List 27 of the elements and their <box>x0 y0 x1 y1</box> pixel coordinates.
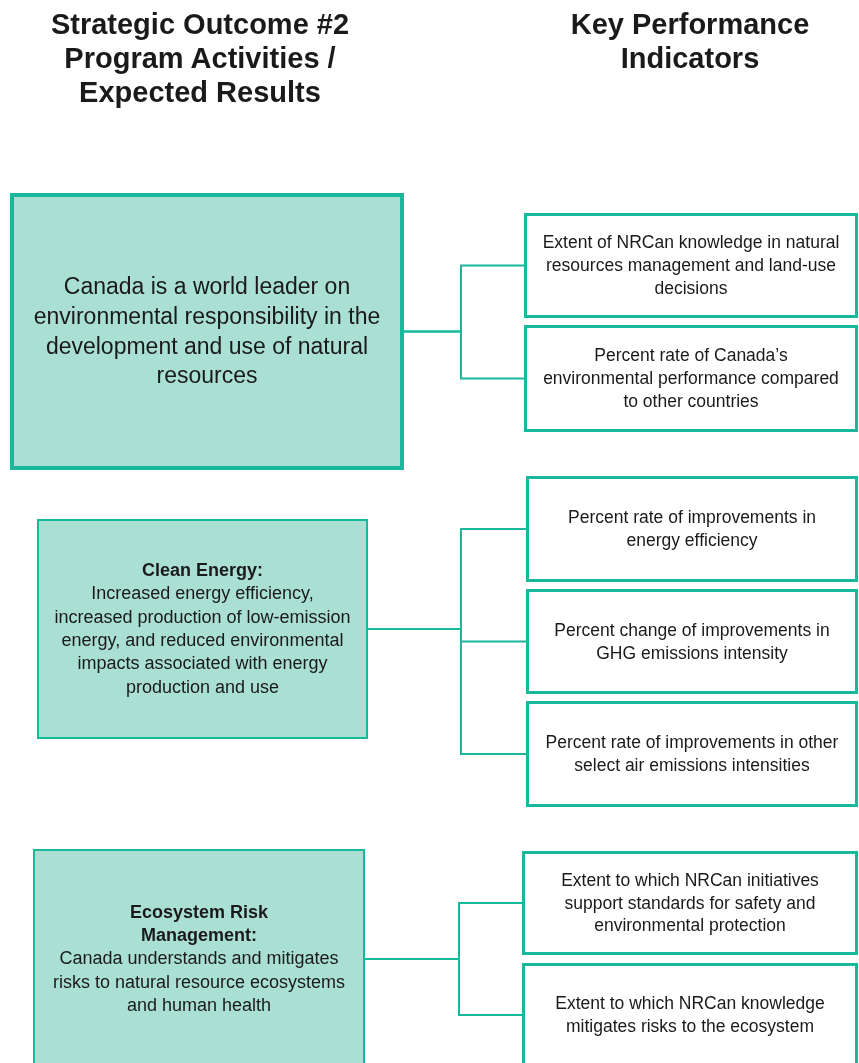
outcome-box <box>10 193 404 470</box>
indicator-box <box>524 213 858 318</box>
box-text: Percent rate of Canada’s environmental performance compared to other countries <box>542 344 840 413</box>
indicator-box <box>522 963 858 1063</box>
box-text: Percent rate of improvements in energy efficiency <box>567 506 817 552</box>
box-text: Increased energy efficiency, increased production of low-emission energy, and reduced environmental impacts associated with energy production and use <box>53 582 352 699</box>
connector-line <box>403 330 525 380</box>
box-text: Extent to which NRCan knowledge mitigates risks to the ecosystem <box>554 992 826 1038</box>
outcome-box <box>33 849 365 1063</box>
connector-line <box>367 628 527 755</box>
indicator-box <box>526 589 858 694</box>
outcome-box <box>37 519 368 739</box>
indicator-box <box>526 701 858 807</box>
indicator-box <box>522 851 858 955</box>
box-heading: Clean Energy: <box>141 558 263 582</box>
box-text: Percent rate of improvements in other select air emissions intensities <box>544 731 840 777</box>
box-text: Canada is a world leader on environmental responsibility in the development and use of natural resources <box>32 271 382 391</box>
box-heading: Ecosystem Risk Management: <box>128 900 270 947</box>
box-text: Extent to which NRCan initiatives support standards for safety and environmental protection <box>560 868 820 938</box>
connector-line <box>364 958 523 1016</box>
column-heading: Strategic Outcome #2 Program Activities / Expected Results <box>49 8 351 110</box>
column-heading: Key Performance Indicators <box>569 8 811 76</box>
box-text: Canada understands and mitigates risks to natural resource ecosystems and human health <box>51 947 347 1018</box>
indicator-box <box>524 325 858 432</box>
box-text: Extent of NRCan knowledge in natural resources management and land-use decisions <box>541 231 841 300</box>
indicator-box <box>526 476 858 582</box>
box-text: Percent change of improvements in GHG emissions intensity <box>553 618 831 665</box>
